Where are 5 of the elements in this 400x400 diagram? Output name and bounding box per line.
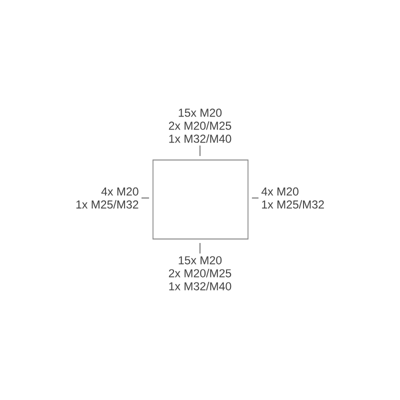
entry-label: 4x M20 1x M25/M32: [261, 187, 324, 209]
entry-label: 15x M20 2x M20/M25 1x M32/M40: [168, 108, 232, 143]
enclosure-box: [152, 160, 248, 240]
entry-label: 4x M20 1x M25/M32: [76, 187, 138, 209]
entry-label: 15x M20 2x M20/M25 1x M32/M40: [168, 256, 232, 290]
